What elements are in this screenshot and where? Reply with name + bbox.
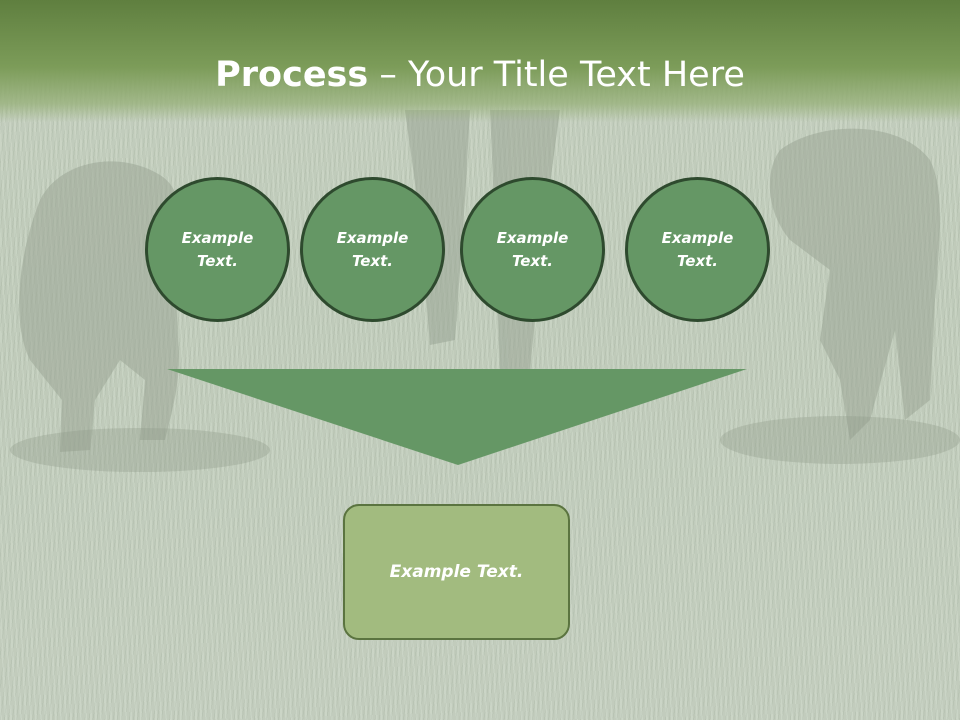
process-step-text: Example Text. xyxy=(661,228,734,270)
result-box[interactable]: Example Text. xyxy=(343,504,570,640)
process-step-text: Example Text. xyxy=(181,228,254,270)
process-step-circle[interactable]: Example Text. xyxy=(625,177,770,322)
result-box-text: Example Text. xyxy=(389,562,524,582)
process-step-circle[interactable]: Example Text. xyxy=(460,177,605,322)
process-step-text: Example Text. xyxy=(336,228,409,270)
process-step-circle[interactable]: Example Text. xyxy=(145,177,290,322)
slide-title-rest: – Your Title Text Here xyxy=(368,55,745,95)
process-step-text: Example Text. xyxy=(496,228,569,270)
process-step-circle[interactable]: Example Text. xyxy=(300,177,445,322)
slide-title: Process – Your Title Text Here xyxy=(0,52,960,98)
title-bar xyxy=(0,0,960,122)
slide-title-bold: Process xyxy=(215,55,369,95)
